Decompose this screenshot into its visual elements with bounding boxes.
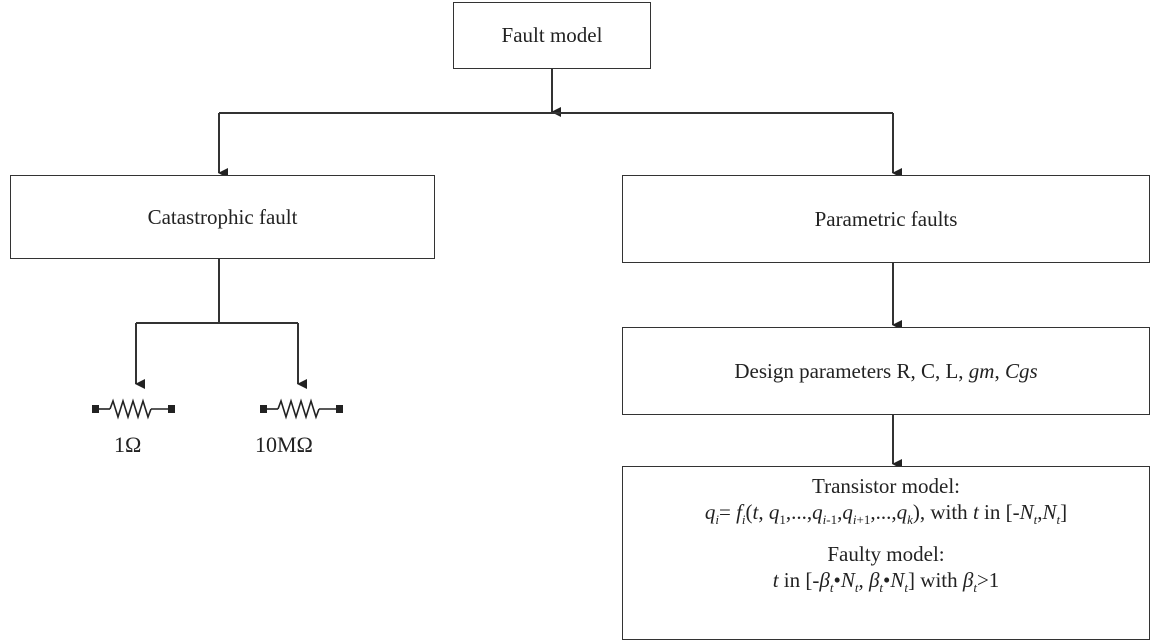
transistor-model-box: Transistor model: qi= fi(t, q1,...,qi-1,…	[622, 466, 1150, 640]
resistor-10mohm-label: 10MΩ	[255, 432, 313, 457]
faulty-model-equation: t in [-βt•Nt, βt•Nt] with βt>1	[772, 568, 1000, 596]
fault-model-label: Fault model	[501, 23, 603, 47]
design-sep: ,	[994, 358, 1005, 383]
parametric-faults-label: Parametric faults	[814, 206, 958, 231]
resistor-10mohm-icon	[260, 398, 343, 420]
design-parameters-box: Design parameters R, C, L, gm, Cgs	[622, 327, 1150, 415]
design-cgs: Cgs	[1004, 358, 1038, 383]
catastrophic-fault-box: Catastrophic fault	[10, 175, 435, 259]
catastrophic-fault-label: Catastrophic fault	[147, 204, 298, 229]
design-prefix: Design parameters R, C, L,	[734, 358, 969, 383]
transistor-model-title: Transistor model:	[812, 474, 960, 498]
fault-model-box: Fault model	[453, 2, 651, 69]
parametric-faults-box: Parametric faults	[622, 175, 1150, 263]
resistor-1ohm-icon	[92, 398, 175, 420]
resistor-1ohm-label: 1Ω	[114, 432, 142, 457]
transistor-model-equation: qi= fi(t, q1,...,qi-1,qi+1,...,qk), with…	[704, 500, 1068, 528]
design-gm: gm	[968, 358, 995, 383]
design-parameters-label: Design parameters R, C, L, gm, Cgs	[734, 359, 1037, 384]
faulty-model-title: Faulty model:	[827, 542, 945, 567]
